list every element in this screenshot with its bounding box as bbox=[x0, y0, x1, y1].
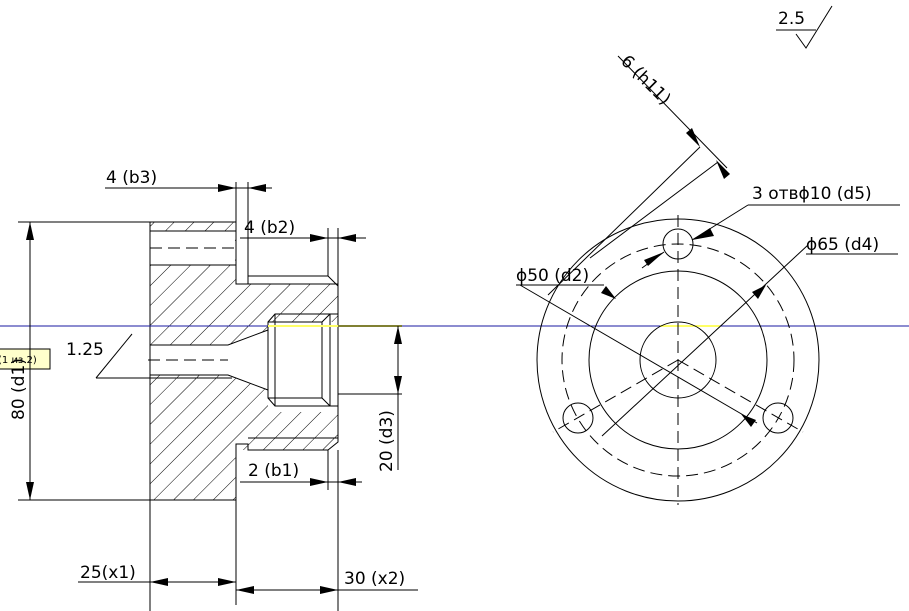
b2-label: 4 (b2) bbox=[244, 218, 295, 238]
b3-label: 4 (b3) bbox=[106, 168, 157, 188]
tooltip-box bbox=[0, 348, 51, 370]
d4-label: ϕ65 (d4) bbox=[806, 235, 879, 255]
hole-left bbox=[562, 402, 594, 434]
front-view bbox=[516, 5, 900, 505]
dimension-labels: 2.5 6 (h11) 3 отвϕ10 (d5) ϕ65 (d4) ϕ50 (… bbox=[9, 9, 879, 589]
d1-label: 80 (d1) bbox=[9, 358, 29, 420]
tooltip-text: А (1 из 2) bbox=[0, 355, 37, 366]
x1-label: 25(x1) bbox=[80, 563, 136, 583]
roughness-label: 2.5 bbox=[778, 9, 805, 29]
section-view bbox=[148, 221, 339, 501]
hole-right bbox=[762, 402, 794, 434]
section-hatch bbox=[150, 222, 338, 500]
chamfer-label: 1.25 bbox=[66, 340, 104, 360]
holes-label: 3 отвϕ10 (d5) bbox=[752, 184, 872, 204]
d2-label: ϕ50 (d2) bbox=[516, 266, 589, 286]
roughness-symbol bbox=[795, 5, 833, 49]
d3-label: 20 (d3) bbox=[377, 410, 397, 472]
section-outline bbox=[149, 221, 339, 501]
x2-label: 30 (x2) bbox=[344, 569, 405, 589]
section-dimensions bbox=[18, 182, 418, 611]
h11-label: 6 (h11) bbox=[616, 51, 674, 109]
b1-label: 2 (b1) bbox=[248, 461, 299, 481]
